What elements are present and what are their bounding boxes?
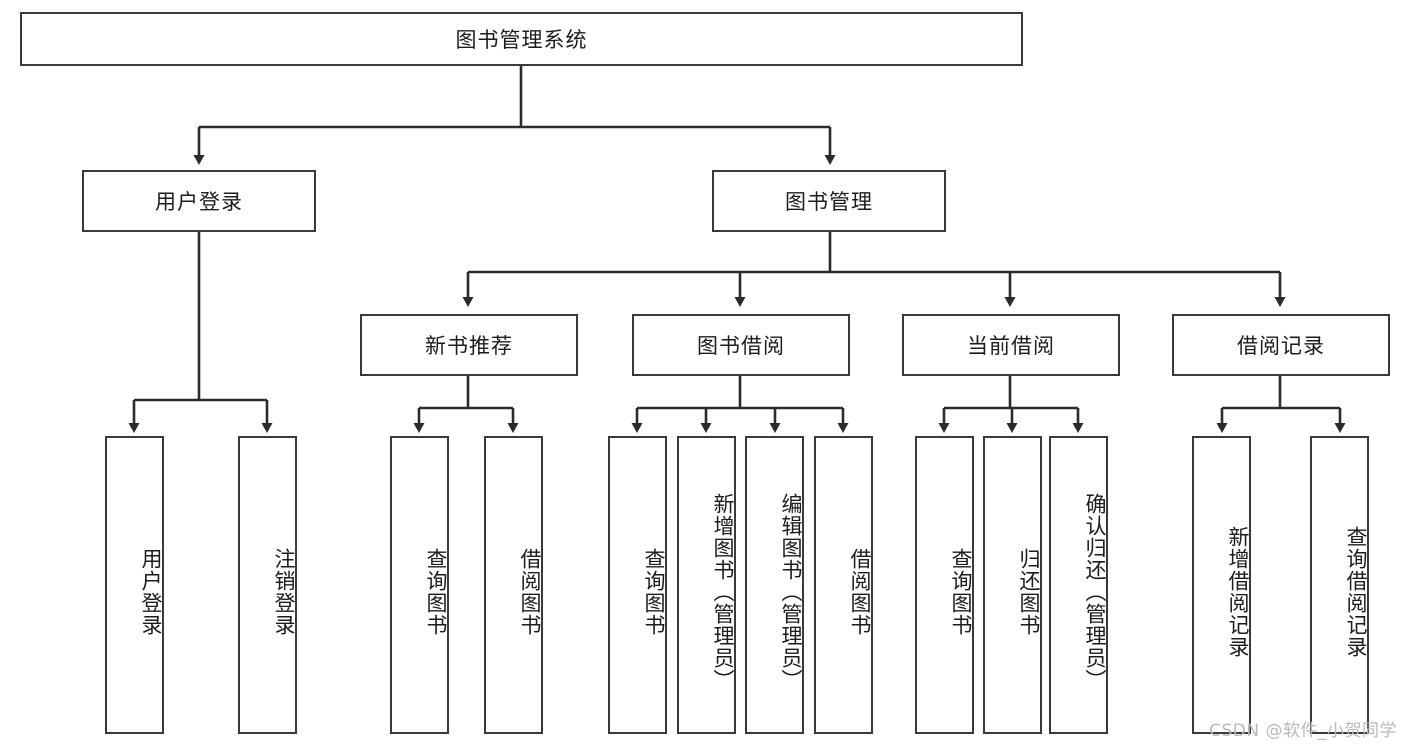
node-leaf-query-record-label: 查询借阅记录 xyxy=(1344,526,1368,658)
node-root[interactable]: 图书管理系统 xyxy=(20,12,1023,66)
node-book-borrow[interactable]: 图书借阅 xyxy=(632,314,850,376)
node-leaf-add-book-label: 新增图书（管理员） xyxy=(711,493,735,691)
node-leaf-user-login[interactable]: 用户登录 xyxy=(105,436,164,734)
node-book-manage[interactable]: 图书管理 xyxy=(712,170,946,232)
node-leaf-query-record[interactable]: 查询借阅记录 xyxy=(1310,436,1369,734)
node-leaf-query-book-1[interactable]: 查询图书 xyxy=(390,436,449,734)
node-leaf-query-book-2-label: 查询图书 xyxy=(642,548,666,636)
node-leaf-query-book-1-label: 查询图书 xyxy=(424,548,448,636)
node-leaf-logout[interactable]: 注销登录 xyxy=(238,436,297,734)
node-leaf-user-login-label: 用户登录 xyxy=(139,548,163,636)
node-book-manage-label: 图书管理 xyxy=(785,190,873,214)
node-leaf-borrow-book-1[interactable]: 借阅图书 xyxy=(484,436,543,734)
node-leaf-logout-label: 注销登录 xyxy=(272,548,296,636)
node-current-borrow-label: 当前借阅 xyxy=(967,334,1055,358)
node-leaf-edit-book[interactable]: 编辑图书（管理员） xyxy=(745,436,804,734)
node-leaf-edit-book-label: 编辑图书（管理员） xyxy=(779,493,803,691)
csdn-watermark: CSDN @软件_小贺同学 xyxy=(1209,721,1397,741)
node-leaf-query-book-2[interactable]: 查询图书 xyxy=(608,436,667,734)
node-leaf-confirm-return[interactable]: 确认归还（管理员） xyxy=(1049,436,1108,734)
node-leaf-add-book[interactable]: 新增图书（管理员） xyxy=(677,436,736,734)
node-borrow-record[interactable]: 借阅记录 xyxy=(1172,314,1390,376)
node-leaf-add-record-label: 新增借阅记录 xyxy=(1226,526,1250,658)
node-borrow-record-label: 借阅记录 xyxy=(1237,334,1325,358)
node-user-login[interactable]: 用户登录 xyxy=(82,170,316,232)
node-leaf-borrow-book-2-label: 借阅图书 xyxy=(848,548,872,636)
node-new-book-rec-label: 新书推荐 xyxy=(425,334,513,358)
node-leaf-return-book[interactable]: 归还图书 xyxy=(983,436,1042,734)
node-leaf-return-book-label: 归还图书 xyxy=(1017,548,1041,636)
node-leaf-confirm-return-label: 确认归还（管理员） xyxy=(1083,493,1107,691)
node-book-borrow-label: 图书借阅 xyxy=(697,334,785,358)
node-new-book-rec[interactable]: 新书推荐 xyxy=(360,314,578,376)
node-leaf-query-book-3-label: 查询图书 xyxy=(949,548,973,636)
node-user-login-label: 用户登录 xyxy=(155,190,243,214)
node-leaf-add-record[interactable]: 新增借阅记录 xyxy=(1192,436,1251,734)
node-root-label: 图书管理系统 xyxy=(455,28,588,52)
node-leaf-borrow-book-1-label: 借阅图书 xyxy=(518,548,542,636)
node-leaf-query-book-3[interactable]: 查询图书 xyxy=(915,436,974,734)
node-current-borrow[interactable]: 当前借阅 xyxy=(902,314,1120,376)
node-leaf-borrow-book-2[interactable]: 借阅图书 xyxy=(814,436,873,734)
